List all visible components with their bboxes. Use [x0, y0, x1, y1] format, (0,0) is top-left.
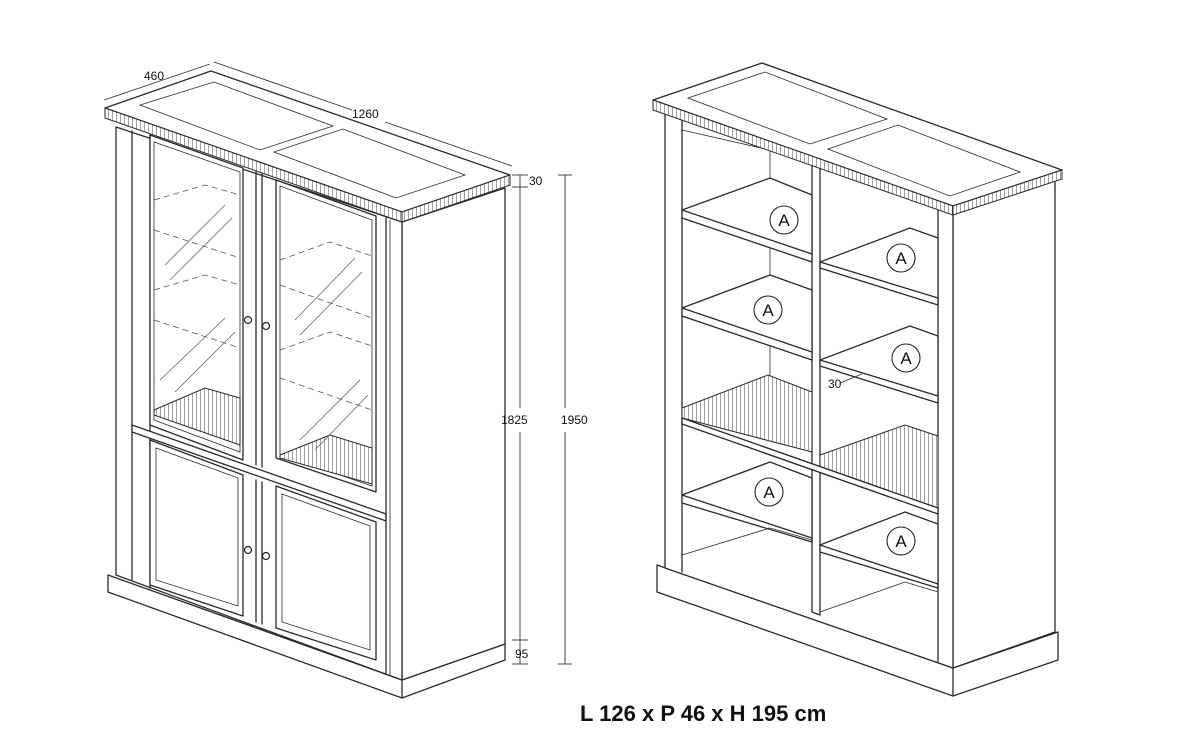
lower-door-left[interactable]	[149, 439, 244, 617]
svg-text:A: A	[763, 483, 775, 502]
length-dimension-label: 1260	[352, 107, 379, 121]
glass-door-left[interactable]	[149, 134, 244, 461]
body-height-label: 1825	[501, 413, 528, 427]
shelf-marker-1: A	[769, 205, 799, 235]
dimensions-caption: L 126 x P 46 x H 195 cm	[580, 701, 827, 726]
glass-door-right[interactable]	[275, 179, 377, 493]
middle-rail	[681, 417, 939, 515]
shelf-marker-2: A	[886, 243, 916, 273]
closed-cabinet-view: 460 1260 30 1825 1950 95	[103, 61, 588, 699]
shelf-left-1	[681, 177, 813, 263]
middle-rail	[131, 424, 387, 522]
svg-text:A: A	[895, 249, 907, 268]
svg-text:A: A	[900, 349, 912, 368]
shelf-left-2	[681, 274, 813, 361]
shelf-marker-3: A	[753, 295, 783, 325]
side-panel	[952, 179, 1056, 669]
svg-text:A: A	[762, 301, 774, 320]
base-height-label: 95	[515, 647, 529, 661]
lower-door-right[interactable]	[275, 485, 377, 661]
shelf-marker-6: A	[886, 526, 916, 556]
shelf-thickness-label: 30	[828, 377, 842, 391]
svg-text:A: A	[895, 532, 907, 551]
center-divider	[811, 161, 821, 616]
side-panel	[401, 187, 506, 681]
knob-icon[interactable]	[261, 551, 271, 561]
depth-dimension-label: 460	[144, 69, 164, 83]
svg-text:A: A	[778, 211, 790, 230]
knob-icon[interactable]	[243, 545, 253, 555]
slatted-shelf-left	[681, 374, 813, 453]
top-thickness-label: 30	[529, 174, 543, 188]
knob-icon[interactable]	[261, 321, 271, 331]
knob-icon[interactable]	[243, 315, 253, 325]
shelf-marker-5: A	[754, 477, 784, 507]
open-cabinet-view: 30	[652, 62, 1063, 697]
total-height-label: 1950	[561, 413, 588, 427]
shelf-marker-4: A	[891, 343, 921, 373]
